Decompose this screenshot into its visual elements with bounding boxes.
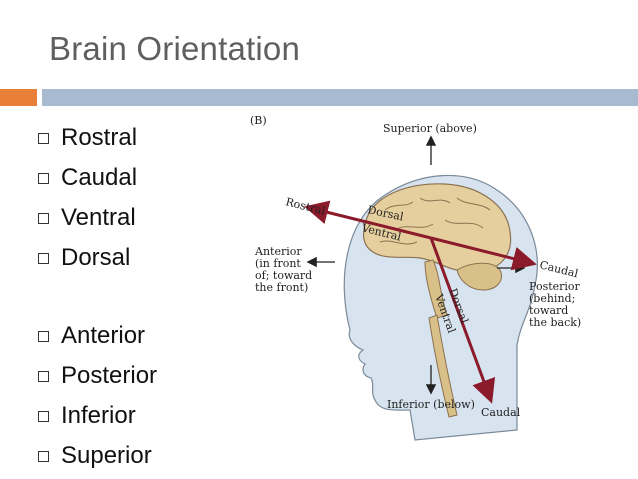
bullet-item: Caudal [38, 158, 157, 198]
bullet-item: Posterior [38, 356, 157, 396]
bullet-text: Ventral [61, 204, 136, 231]
bullet-item: Superior [38, 436, 157, 476]
bullet-item: Rostral [38, 118, 157, 158]
posterior-label-line2: (behind; [529, 292, 575, 305]
rostral-arrow [304, 200, 432, 240]
bullet-text: Dorsal [61, 244, 131, 271]
posterior-label-line3: toward [529, 304, 568, 317]
cerebellum-shape [456, 262, 502, 291]
bullet-text: Posterior [61, 362, 158, 389]
caudal-brain-label: Caudal [538, 258, 580, 280]
bullet-text: Superior [61, 442, 152, 469]
square-bullet-icon [38, 132, 49, 144]
posterior-label: Posterior [529, 280, 581, 293]
caudal-spinal-label: Caudal [481, 406, 521, 419]
bullet-text: Rostral [61, 124, 138, 151]
anterior-label-line3: of; toward [255, 269, 312, 282]
square-bullet-icon [38, 212, 49, 224]
title-accent-bar [0, 89, 37, 106]
caudal-spinal-arrow [429, 237, 496, 404]
bullet-item: Anterior [38, 316, 157, 356]
square-bullet-icon [38, 330, 49, 342]
square-bullet-icon [38, 252, 49, 264]
bullet-list: Rostral Caudal Ventral Dorsal Anterior P… [38, 118, 157, 476]
anterior-label: Anterior [254, 245, 302, 258]
slide-title: Brain Orientation [49, 30, 301, 67]
bullet-text: Caudal [61, 164, 138, 191]
posterior-label-line4: the back) [529, 316, 581, 329]
brain-orientation-figure: (B) Superior (above) Inferior (below) An… [235, 110, 635, 470]
anterior-label-line2: (in front [255, 257, 301, 270]
bullet-item: Dorsal [38, 238, 157, 278]
inferior-label: Inferior (below) [387, 398, 475, 411]
bullet-text: Anterior [61, 322, 146, 349]
rostral-label: Rostral [284, 195, 327, 217]
brain-diagram: (B) Superior (above) Inferior (below) An… [250, 114, 581, 441]
panel-label: (B) [250, 114, 267, 127]
spinal-cord-shape [428, 314, 458, 418]
anterior-label-line4: the front) [255, 281, 308, 294]
square-bullet-icon [38, 370, 49, 382]
bullet-item: Ventral [38, 198, 157, 238]
caudal-brain-arrow [430, 236, 537, 271]
bullet-item: Inferior [38, 396, 157, 436]
square-bullet-icon [38, 410, 49, 422]
bullet-text: Inferior [61, 402, 136, 429]
square-bullet-icon [38, 172, 49, 184]
title-underline-bar [42, 89, 638, 106]
square-bullet-icon [38, 450, 49, 462]
brain-folds [379, 197, 491, 245]
superior-label: Superior (above) [383, 122, 477, 135]
